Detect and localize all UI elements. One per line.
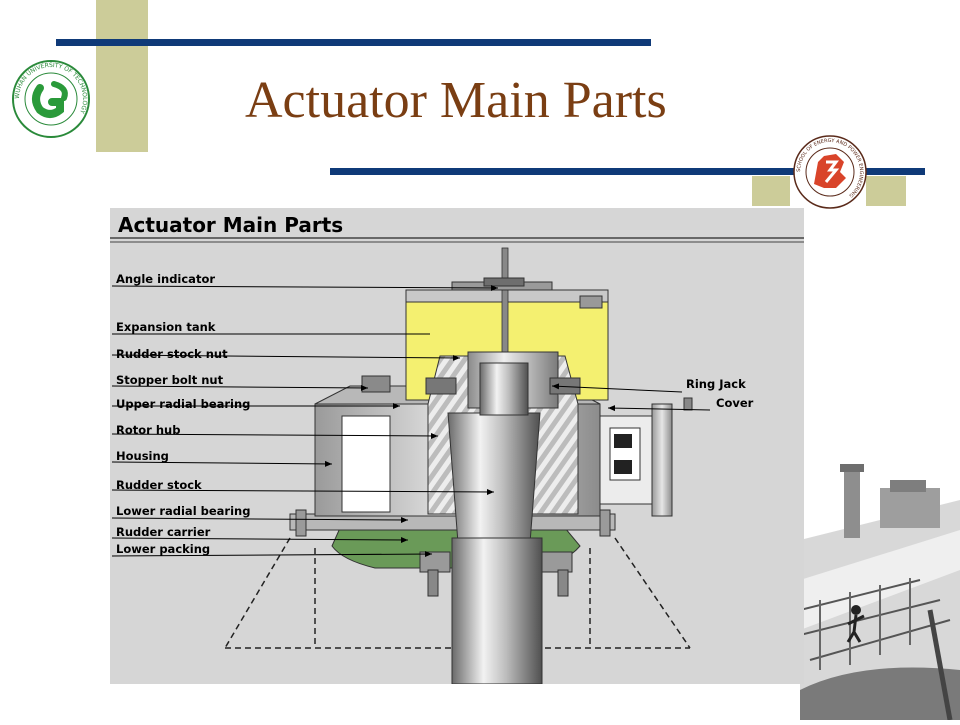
- actuator-diagram-svg: Actuator Main Parts: [110, 213, 804, 684]
- label-ring-jack: Ring Jack: [686, 377, 746, 391]
- label-cover: Cover: [716, 396, 754, 410]
- label-rudder-stock-nut: Rudder stock nut: [116, 347, 228, 361]
- label-lower-radial-bearing: Lower radial bearing: [116, 504, 250, 518]
- diagram-header: Actuator Main Parts: [118, 213, 343, 237]
- accent-bar-top: [56, 39, 651, 46]
- label-upper-radial-bearing: Upper radial bearing: [116, 397, 250, 411]
- label-rudder-stock: Rudder stock: [116, 478, 202, 492]
- label-rotor-hub: Rotor hub: [116, 423, 180, 437]
- university-logo: WUHAN UNIVERSITY OF TECHNOLOGY: [10, 58, 92, 140]
- label-lower-packing: Lower packing: [116, 542, 210, 556]
- slide-title: Actuator Main Parts: [245, 72, 667, 129]
- school-logo: SCHOOL OF ENERGY AND POWER ENGINEERING: [790, 132, 870, 212]
- left-part-labels: Angle indicator Expansion tank Rudder st…: [116, 272, 250, 556]
- actuator-diagram: Actuator Main Parts: [110, 208, 804, 684]
- tan-block-right-2: [866, 176, 906, 206]
- label-rudder-carrier: Rudder carrier: [116, 525, 211, 539]
- right-part-labels: Ring Jack Cover: [686, 377, 754, 410]
- label-housing: Housing: [116, 449, 169, 463]
- accent-bar-bottom: [330, 168, 925, 175]
- label-stopper-bolt-nut: Stopper bolt nut: [116, 373, 224, 387]
- ship-deck-photo: [799, 460, 960, 721]
- tan-block-right-1: [752, 176, 790, 206]
- label-angle-indicator: Angle indicator: [116, 272, 215, 286]
- tan-block-left: [96, 0, 148, 152]
- label-expansion-tank: Expansion tank: [116, 320, 216, 334]
